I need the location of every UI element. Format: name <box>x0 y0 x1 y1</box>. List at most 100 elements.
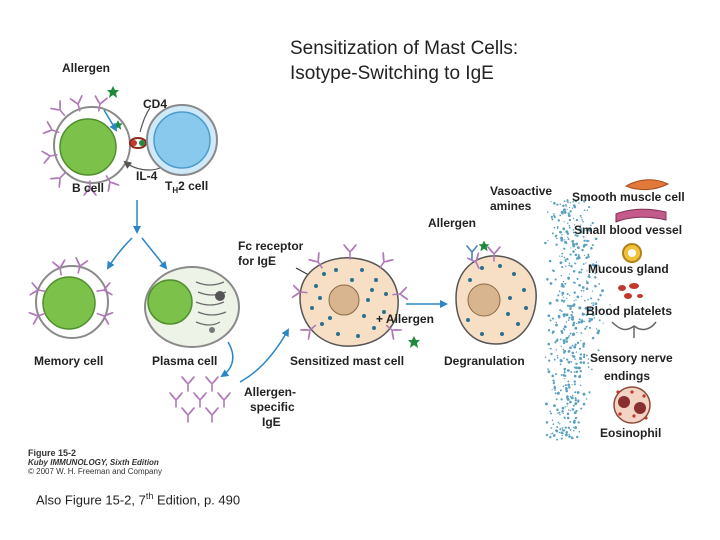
mediator-granule <box>573 224 576 226</box>
mediator-granule <box>564 258 567 261</box>
mediator-granule <box>561 291 565 295</box>
mediator-granule <box>588 206 591 209</box>
mediator-granule <box>588 228 592 232</box>
mediator-granule <box>561 212 564 215</box>
mediator-granule <box>574 343 577 346</box>
mediator-granule <box>569 294 571 297</box>
mediator-granule <box>549 410 552 413</box>
mediator-granule <box>583 254 586 257</box>
mediator-granule <box>576 341 580 345</box>
mediator-granule <box>609 304 611 306</box>
mediator-granule <box>600 309 602 311</box>
mediator-granule <box>560 310 563 312</box>
mediator-granule <box>583 209 586 212</box>
plasma-secretion-arrow <box>220 341 234 378</box>
eosinophil-icon <box>613 386 651 424</box>
mediator-granule <box>553 404 556 408</box>
mediator-granule <box>566 297 568 300</box>
mediator-granule <box>588 307 592 311</box>
mediator-granule <box>568 206 571 209</box>
mediator-granule <box>582 361 586 364</box>
mediator-granule <box>569 202 572 204</box>
mediator-granule <box>551 374 555 378</box>
mediator-granule <box>582 221 584 223</box>
target-smooth-muscle-label: Smooth muscle cell <box>572 190 685 204</box>
mediator-granule <box>555 321 558 324</box>
mediator-granule <box>567 212 570 215</box>
allergen-arrow <box>103 109 118 132</box>
mediator-granule <box>563 370 566 372</box>
mediator-granule <box>581 286 585 289</box>
mediator-granule <box>568 262 571 265</box>
mediator-granule <box>565 326 567 328</box>
mediator-granule <box>545 421 549 424</box>
mediator-granule <box>567 319 570 321</box>
mediator-granule <box>563 371 566 374</box>
mediator-granule <box>574 205 576 208</box>
mediator-granule <box>576 246 580 250</box>
mediator-granule <box>566 293 569 295</box>
mediator-granule <box>575 370 579 374</box>
mediator-granule <box>574 397 577 400</box>
copyright-line: © 2007 W. H. Freeman and Company <box>28 467 162 476</box>
mediator-granule <box>577 254 580 258</box>
mediator-granule <box>585 313 589 317</box>
mediator-granule <box>558 290 561 293</box>
mediator-granule <box>597 298 600 301</box>
mediator-granule <box>598 283 601 285</box>
mediator-granule <box>560 374 563 376</box>
mediator-granule <box>550 427 553 429</box>
mediator-granule <box>555 339 559 342</box>
mediator-granule <box>559 363 562 366</box>
mucous-gland-icon <box>622 243 642 263</box>
mediator-granule <box>564 417 566 420</box>
mediator-granule <box>573 371 576 373</box>
mediator-granule <box>565 230 569 234</box>
target-eosinophil-label: Eosinophil <box>600 426 661 440</box>
mediator-granule <box>550 433 552 435</box>
mediator-granule <box>552 423 555 426</box>
mediator-granule <box>574 426 578 430</box>
mediator-granule <box>569 428 572 431</box>
mediator-granule <box>567 409 570 411</box>
mediator-granule <box>574 262 577 265</box>
mediator-granule <box>561 266 564 269</box>
mediator-granule <box>550 347 552 350</box>
mediator-granule <box>585 229 587 232</box>
mediator-granule <box>584 313 586 316</box>
mediator-granule <box>572 426 575 429</box>
mediator-granule <box>563 328 566 331</box>
mediator-granule <box>595 261 598 263</box>
mediator-granule <box>595 328 598 330</box>
mediator-granule <box>591 313 595 317</box>
mediator-granule <box>580 332 583 334</box>
mediator-granule <box>574 417 577 420</box>
mediator-granule <box>552 379 555 382</box>
mediator-granule <box>585 325 588 328</box>
mediator-granule <box>569 396 572 398</box>
mediator-granule <box>554 372 557 376</box>
mediator-granule <box>566 397 570 401</box>
mediator-granule <box>559 413 561 416</box>
mediator-granule <box>578 253 580 256</box>
mediator-granule <box>581 217 583 219</box>
mediator-granule <box>556 203 559 206</box>
degranulation-label: Degranulation <box>444 354 525 368</box>
mediator-granule <box>567 238 570 241</box>
mediator-granule <box>574 234 577 237</box>
cd4-arrow <box>139 107 151 133</box>
mediator-granule <box>588 275 591 279</box>
mediator-granule <box>574 391 577 394</box>
mediator-granule <box>562 339 566 343</box>
mediator-granule <box>553 214 556 217</box>
mediator-granule <box>591 336 595 340</box>
sensitized-mast-cell-label: Sensitized mast cell <box>290 354 404 368</box>
mediator-granule <box>601 289 604 293</box>
mediator-granule <box>562 348 565 351</box>
mediator-granule <box>575 351 578 353</box>
mediator-granule <box>571 408 575 411</box>
mediator-granule <box>598 319 601 322</box>
mediator-granule <box>567 369 570 372</box>
mediator-granule <box>580 407 583 410</box>
mediator-granule <box>568 350 571 353</box>
